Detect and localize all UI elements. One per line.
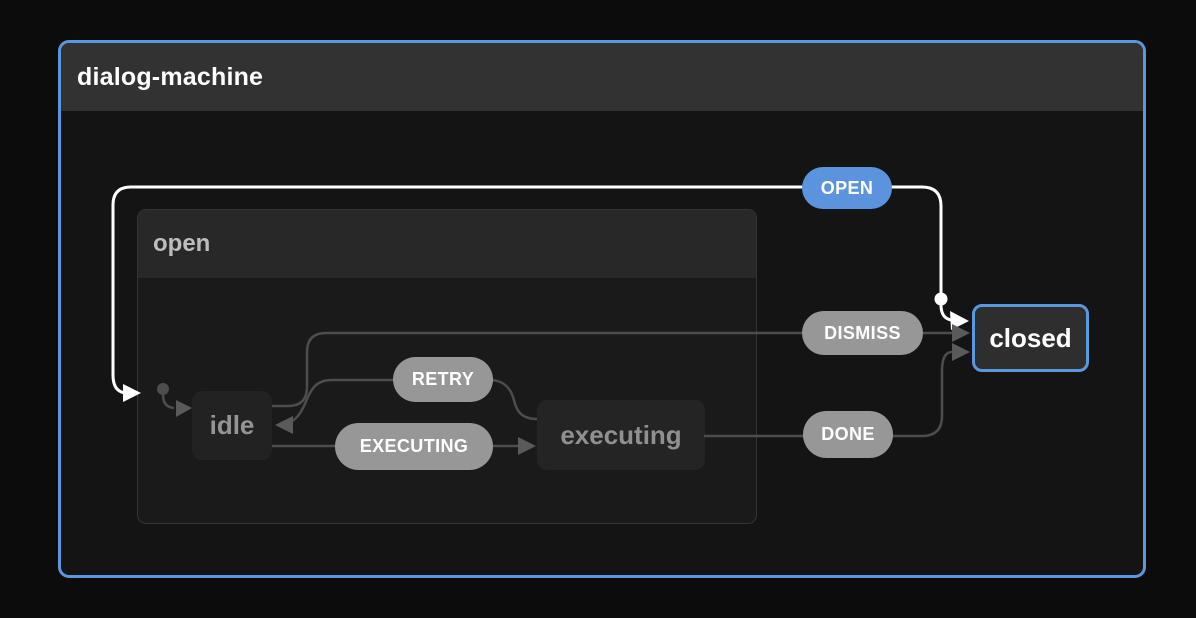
- state-node-executing[interactable]: executing: [537, 400, 705, 470]
- event-pill-dismiss[interactable]: DISMISS: [802, 311, 923, 355]
- machine-title: dialog-machine: [77, 62, 264, 91]
- event-pill-retry[interactable]: RETRY: [393, 357, 493, 402]
- state-open-label: open: [153, 230, 211, 257]
- state-open-header[interactable]: open: [138, 210, 756, 278]
- machine-header[interactable]: dialog-machine: [61, 43, 1143, 111]
- state-idle-label: idle: [209, 410, 255, 440]
- state-node-closed[interactable]: closed: [972, 304, 1089, 372]
- state-closed-label: closed: [989, 322, 1072, 353]
- event-pill-done[interactable]: DONE: [803, 411, 893, 458]
- state-node-idle[interactable]: idle: [192, 391, 272, 460]
- state-executing-label: executing: [560, 419, 682, 450]
- event-pill-executing[interactable]: EXECUTING: [335, 423, 493, 470]
- event-pill-open[interactable]: OPEN: [802, 167, 892, 209]
